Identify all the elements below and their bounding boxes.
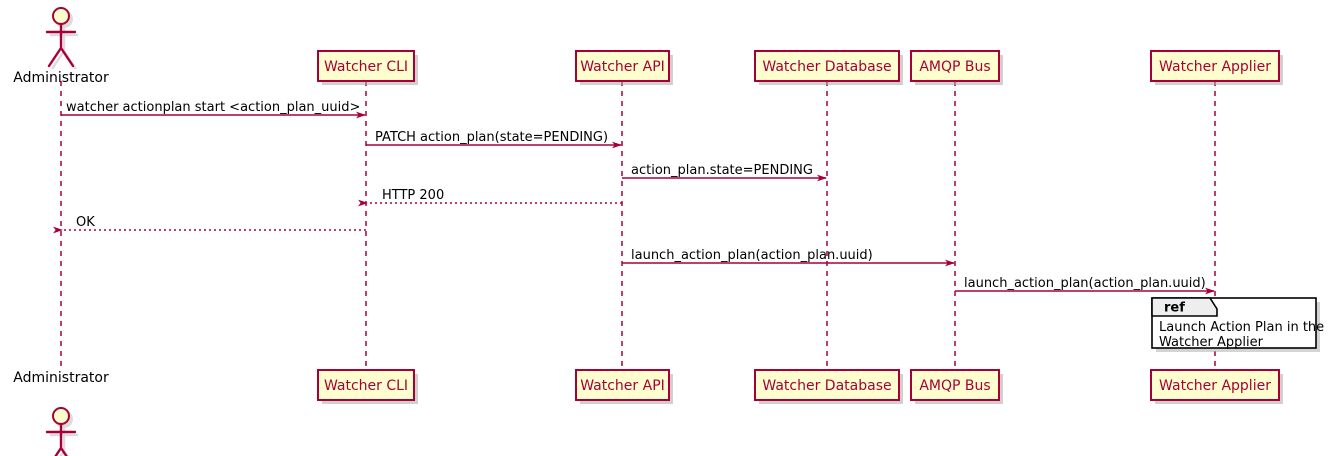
actor-label-administrator: Administrator [13, 370, 109, 386]
message-1: watcher actionplan start <action_plan_uu… [61, 100, 366, 119]
participant-label-watcher-cli: Watcher CLI [324, 59, 408, 75]
participant-box-watcher-cli-bottom[interactable]: Watcher CLI [317, 369, 418, 404]
message-label-4: HTTP 200 [382, 188, 444, 203]
participant-label-amqp-bus: AMQP Bus [919, 59, 990, 75]
actor-administrator-bottom[interactable]: Administrator [13, 370, 109, 456]
message-5: OK [53, 215, 366, 234]
participant-box-watcher-database-top[interactable]: Watcher Database [754, 50, 903, 85]
participant-boxes-top: Watcher CLI Watcher API Watcher Database AM… [317, 50, 1283, 85]
ref-tab [1151, 297, 1218, 317]
message-4: HTTP 200 [358, 188, 622, 207]
message-label-7: launch_action_plan(action_plan.uuid) [964, 276, 1206, 291]
participant-box-amqp-bus-bottom[interactable]: AMQP Bus [910, 369, 1003, 404]
participant-box-watcher-applier-bottom[interactable]: Watcher Applier [1150, 369, 1283, 404]
participant-boxes-bottom: Watcher CLI Watcher API Watcher Database AM… [317, 369, 1283, 404]
message-2: PATCH action_plan(state=PENDING) [366, 130, 622, 149]
participant-label-watcher-api: Watcher API [580, 59, 665, 75]
participant-box-watcher-database-bottom[interactable]: Watcher Database [754, 369, 903, 404]
participant-label-watcher-database: Watcher Database [762, 59, 891, 75]
participant-box-watcher-cli-top[interactable]: Watcher CLI [317, 50, 418, 85]
message-label-2: PATCH action_plan(state=PENDING) [375, 130, 608, 145]
actor-administrator-top[interactable]: Administrator [13, 7, 109, 86]
actor-label-administrator: Administrator [13, 70, 109, 86]
participant-label-watcher-cli: Watcher CLI [324, 378, 408, 394]
actor-body-icon [45, 22, 77, 68]
participant-label-watcher-database: Watcher Database [762, 378, 891, 394]
message-3: action_plan.state=PENDING [622, 163, 827, 182]
message-label-1: watcher actionplan start <action_plan_uu… [66, 100, 360, 115]
ref-tab-label: ref [1164, 301, 1185, 316]
ref-body-line-2: Watcher Applier [1159, 335, 1264, 350]
message-6: launch_action_plan(action_plan.uuid) [622, 248, 955, 267]
participant-label-watcher-applier: Watcher Applier [1159, 59, 1271, 75]
actor-head-icon [52, 7, 70, 25]
lifelines-group [60, 81, 1216, 370]
message-label-3: action_plan.state=PENDING [631, 163, 813, 178]
message-label-5: OK [76, 215, 95, 230]
participant-box-watcher-applier-top[interactable]: Watcher Applier [1150, 50, 1283, 85]
ref-body-line-1: Launch Action Plan in the [1159, 320, 1324, 335]
participant-label-watcher-api: Watcher API [580, 378, 665, 394]
actor-head-icon [52, 407, 70, 425]
participant-label-amqp-bus: AMQP Bus [919, 378, 990, 394]
participant-box-amqp-bus-top[interactable]: AMQP Bus [910, 50, 1003, 85]
participant-label-watcher-applier: Watcher Applier [1159, 378, 1271, 394]
actor-body-icon [45, 422, 77, 456]
message-7: launch_action_plan(action_plan.uuid) [955, 276, 1215, 295]
participant-box-watcher-api-bottom[interactable]: Watcher API [575, 369, 673, 404]
participant-box-watcher-api-top[interactable]: Watcher API [575, 50, 673, 85]
message-label-6: launch_action_plan(action_plan.uuid) [631, 248, 873, 263]
messages-group: watcher actionplan start <action_plan_uu… [53, 100, 1215, 295]
